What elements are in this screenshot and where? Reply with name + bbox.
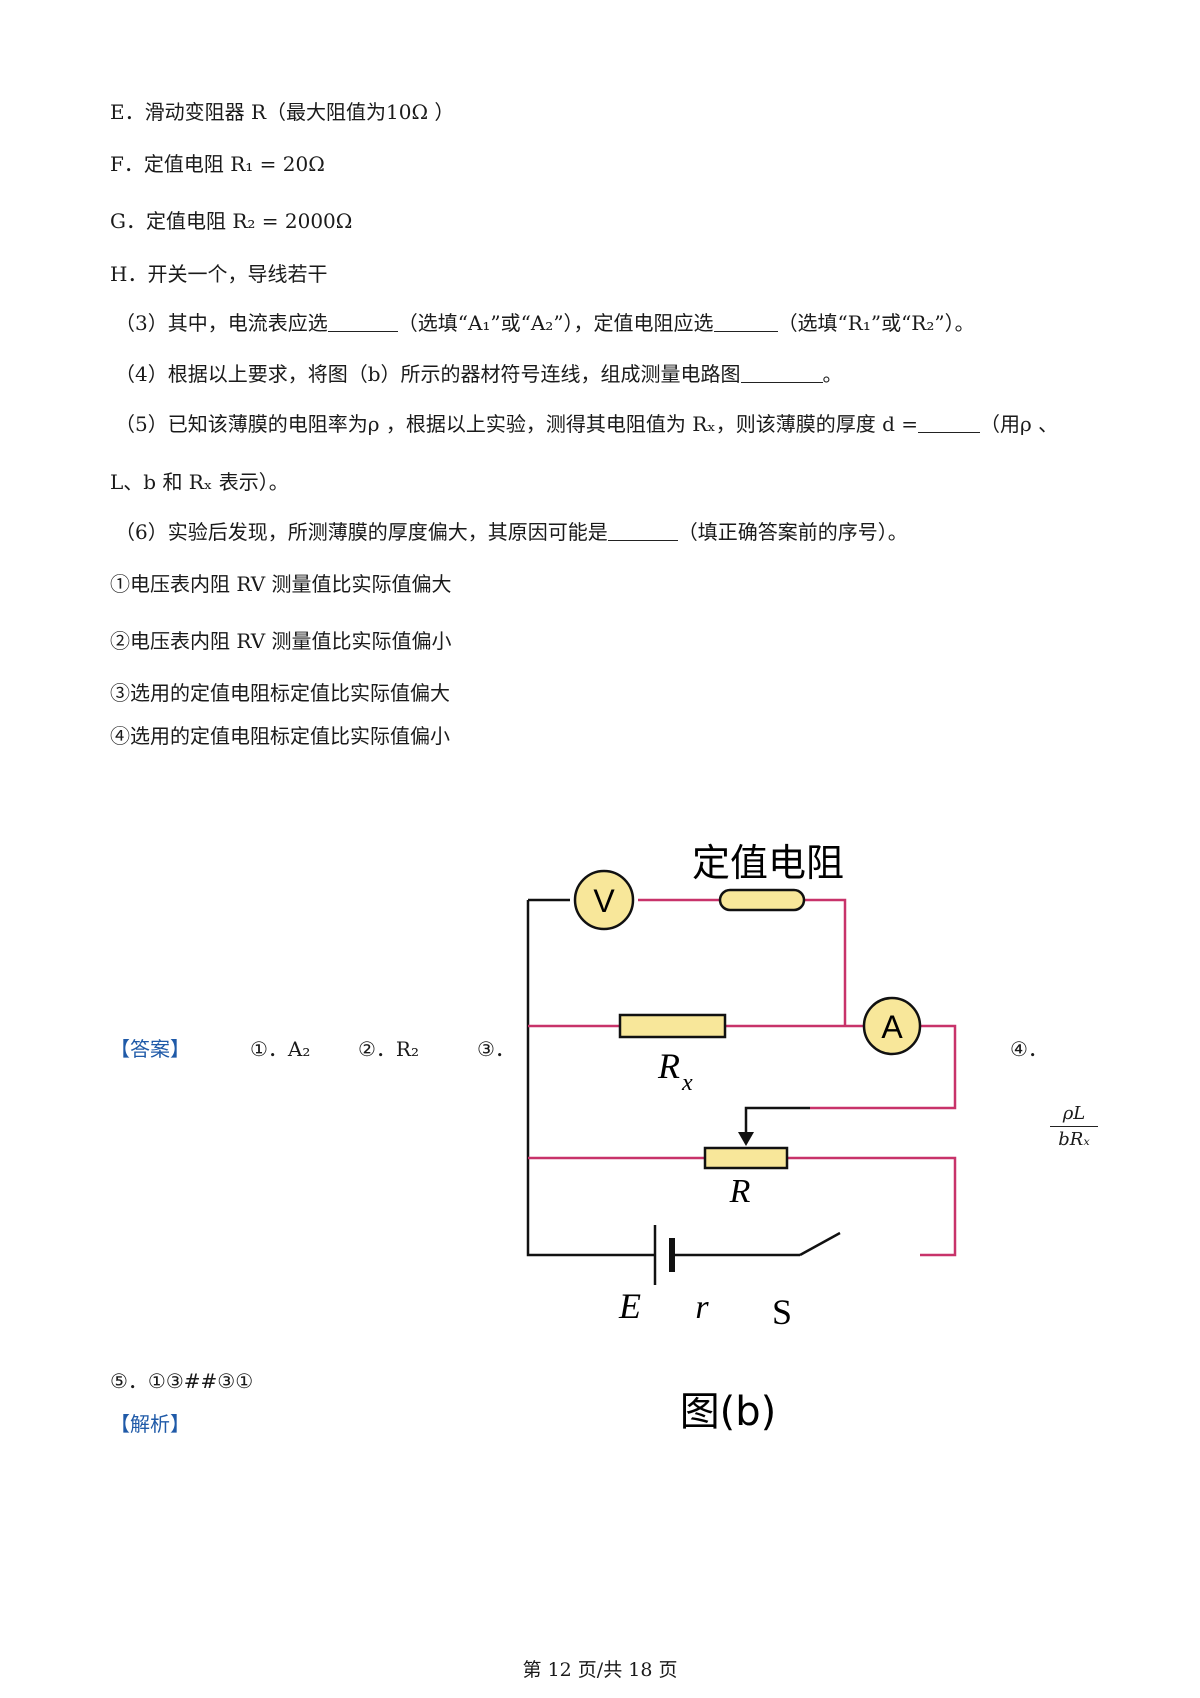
item-f: F．定值电阻 R₁ = 20Ω xyxy=(110,152,325,176)
slider-arrow-icon xyxy=(738,1132,754,1146)
answer-1: ①．A₂ xyxy=(250,1037,311,1061)
answer-blank xyxy=(918,414,981,433)
option-1: ①电压表内阻 RV 测量值比实际值偏大 xyxy=(110,572,452,596)
rx-resistor xyxy=(618,1013,727,1039)
left-wire xyxy=(526,900,655,1257)
item-e: E．滑动变阻器 R（最大阻值为10Ω ） xyxy=(110,100,455,124)
analysis-label: 【解析】 xyxy=(110,1412,190,1436)
voltmeter-label: V xyxy=(593,883,615,919)
rheostat xyxy=(703,1146,789,1170)
answer-4: ④． xyxy=(1010,1037,1048,1061)
question-5: （5）已知该薄膜的电阻率为ρ ，根据以上实验，测得其电阻值为 Rₓ，则该薄膜的厚… xyxy=(115,412,1059,436)
question-5-cont: L、b 和 Rₓ 表示）。 xyxy=(110,470,289,494)
answer-label: 【答案】 xyxy=(110,1037,190,1061)
answer-blank xyxy=(713,313,778,332)
page-footer: 第 12 页/共 18 页 xyxy=(522,1659,678,1681)
circuit-diagram: V 定值电阻 Rx A R E r S 图(b) xyxy=(526,841,957,1435)
answer-3: ③． xyxy=(477,1037,515,1061)
added-wires xyxy=(528,898,957,1257)
black-wires xyxy=(672,1106,841,1257)
option-2: ②电压表内阻 RV 测量值比实际值偏小 xyxy=(110,629,452,653)
question-3: （3）其中，电流表应选（选填“A₁”或“A₂”），定值电阻应选（选填“R₁”或“… xyxy=(115,311,975,335)
answer-5: ⑤．①③##③① xyxy=(110,1369,254,1393)
answer-blank xyxy=(607,522,678,541)
fixed-resistor xyxy=(718,888,806,912)
question-4: （4）根据以上要求，将图（b）所示的器材符号连线，组成测量电路图。 xyxy=(115,362,843,386)
emf-label: E xyxy=(618,1286,641,1326)
switch-label: S xyxy=(772,1292,792,1332)
ammeter-icon xyxy=(862,996,922,1056)
ammeter-label: A xyxy=(881,1009,903,1045)
figure-caption: 图(b) xyxy=(680,1389,777,1435)
item-h: H．开关一个，导线若干 xyxy=(110,262,328,286)
option-4: ④选用的定值电阻标定值比实际值偏小 xyxy=(110,724,450,748)
fraction-numerator: ρL xyxy=(1050,1103,1098,1127)
internal-r-label: r xyxy=(695,1289,709,1326)
fixed-resistor-label: 定值电阻 xyxy=(692,841,844,885)
answer-blank xyxy=(327,313,398,332)
rheostat-label: R xyxy=(729,1173,751,1210)
question-6: （6）实验后发现，所测薄膜的厚度偏大，其原因可能是（填正确答案前的序号）。 xyxy=(115,520,908,544)
answer-2: ②．R₂ xyxy=(358,1037,420,1061)
item-g: G．定值电阻 R₂ = 2000Ω xyxy=(110,209,353,233)
option-3: ③选用的定值电阻标定值比实际值偏大 xyxy=(110,681,450,705)
voltmeter-icon xyxy=(573,869,635,931)
answer-4-fraction: ρL bRₓ xyxy=(1050,1103,1098,1150)
answer-blank xyxy=(740,364,823,383)
rx-label: Rx xyxy=(657,1046,693,1096)
fraction-denominator: bRₓ xyxy=(1058,1129,1090,1150)
